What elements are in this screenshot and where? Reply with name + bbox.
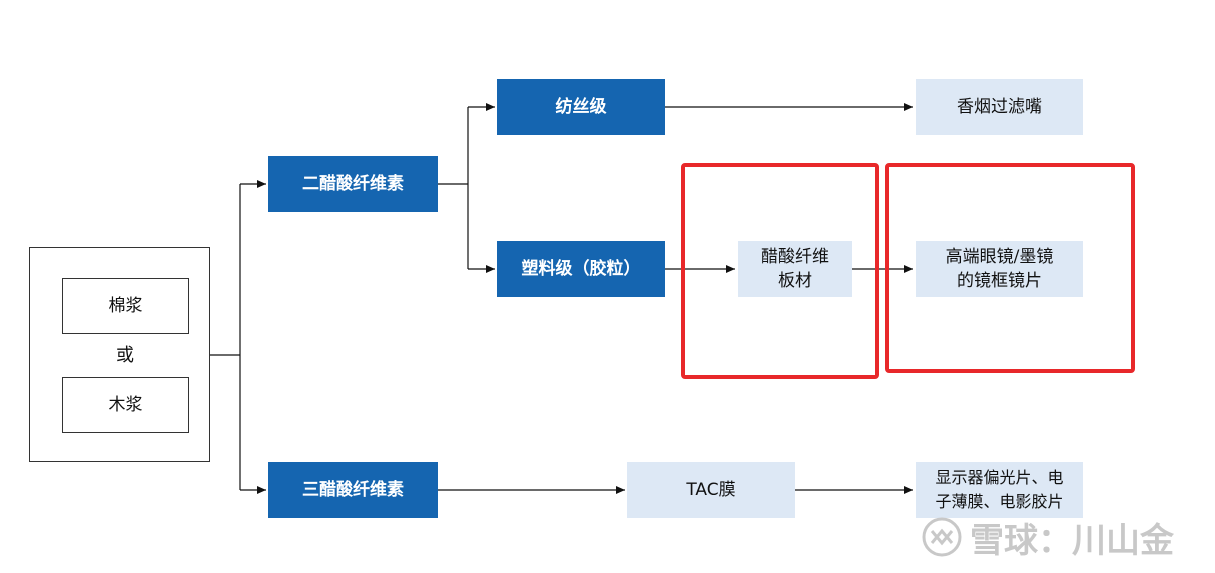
highlight-box-eyewear xyxy=(885,163,1135,373)
node-display-film: 显示器偏光片、电 子薄膜、电影胶片 xyxy=(916,462,1083,518)
raw-material-frame xyxy=(29,247,210,462)
node-wood-pulp: 木浆 xyxy=(62,377,189,433)
node-textile-grade: 纺丝级 xyxy=(497,79,665,135)
node-triacetate: 三醋酸纤维素 xyxy=(268,462,438,518)
or-label: 或 xyxy=(116,345,134,366)
node-diacetate: 二醋酸纤维素 xyxy=(268,156,438,212)
node-eyewear: 高端眼镜/墨镜 的镜框镜片 xyxy=(916,241,1083,297)
watermark-text: 雪球：川山金 xyxy=(970,520,1174,561)
node-cigarette-filter: 香烟过滤嘴 xyxy=(916,79,1083,135)
highlight-box-sheet xyxy=(681,163,879,379)
watermark: 雪球：川山金 xyxy=(922,512,1174,562)
node-tac-film: TAC膜 xyxy=(627,462,795,518)
snowball-logo-icon xyxy=(922,517,962,557)
node-cotton-pulp: 棉浆 xyxy=(62,278,189,334)
node-acetate-sheet: 醋酸纤维 板材 xyxy=(738,241,852,297)
node-plastic-grade: 塑料级（胶粒） xyxy=(497,241,665,297)
